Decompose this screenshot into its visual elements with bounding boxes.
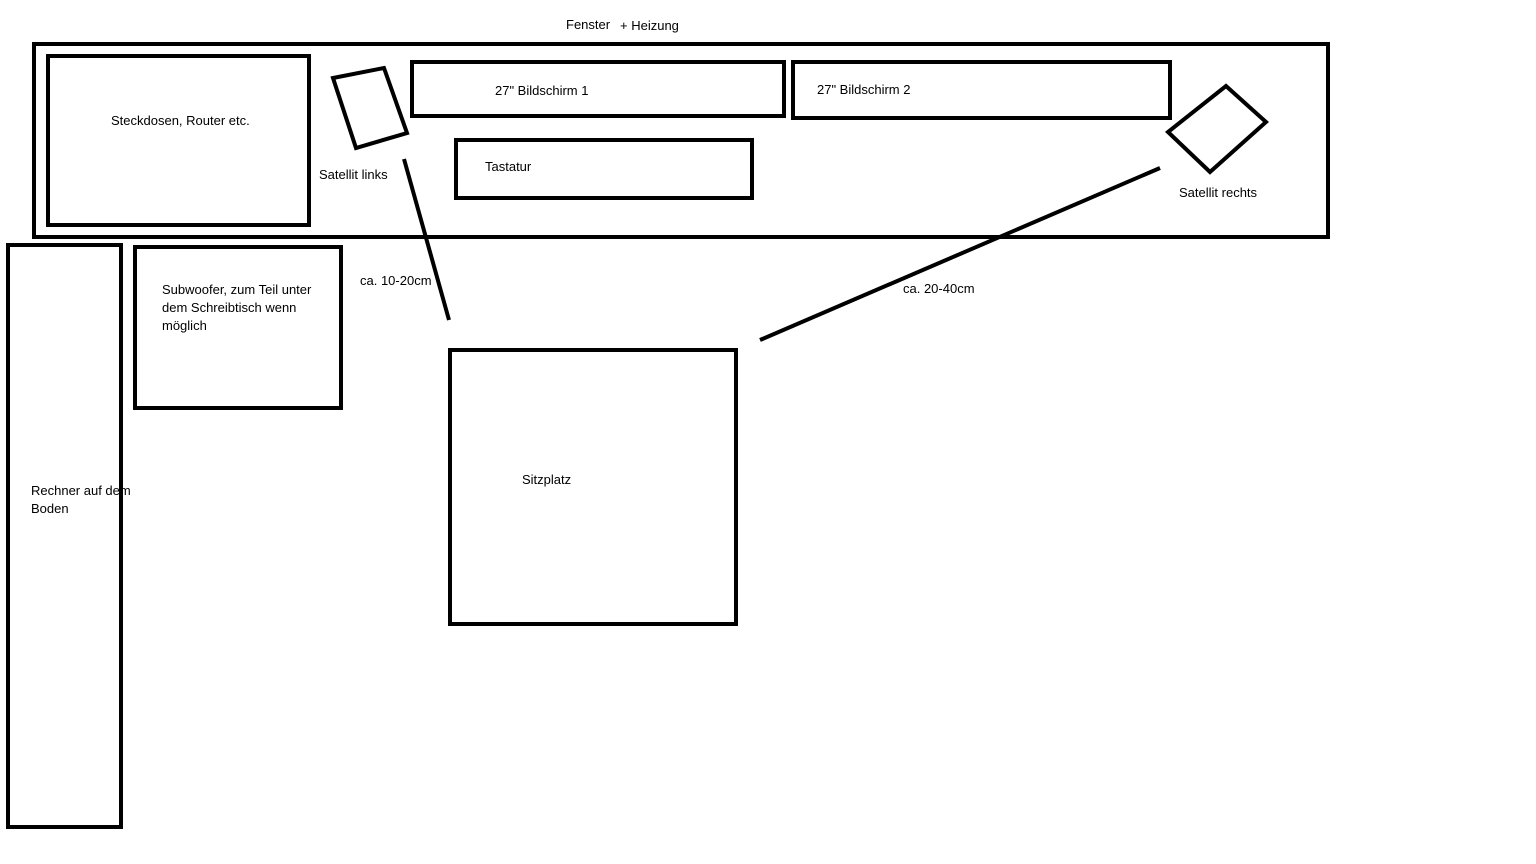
satellite-left-label: Satellit links (319, 167, 388, 182)
distance-right-label: ca. 20-40cm (903, 281, 975, 296)
satellite-left-speaker-shape (330, 65, 410, 151)
heater-label: + Heizung (620, 18, 679, 33)
window-label: Fenster (566, 17, 611, 32)
computer-box (6, 243, 123, 829)
keyboard-label: Tastatur (485, 159, 532, 174)
subwoofer-label: Subwoofer, zum Teil unter dem Schreibtis… (162, 282, 312, 333)
keyboard-box (454, 138, 754, 200)
monitor-1-box (410, 60, 786, 118)
distance-left-label: ca. 10-20cm (360, 273, 432, 288)
sockets-router-label: Steckdosen, Router etc. (111, 113, 250, 128)
seat-box (448, 348, 738, 626)
computer-label: Rechner auf dem Boden (31, 483, 131, 516)
distance-line-right (759, 166, 1161, 342)
desk (32, 42, 1330, 239)
seat-label: Sitzplatz (522, 472, 572, 487)
subwoofer-box (133, 245, 343, 410)
monitor-1-label: 27" Bildschirm 1 (495, 83, 589, 98)
sockets-router-box (46, 54, 311, 227)
monitor-2-label: 27" Bildschirm 2 (817, 82, 911, 97)
satellite-right-speaker-shape (1164, 83, 1269, 175)
monitor-2-box (791, 60, 1172, 120)
satellite-right-label: Satellit rechts (1179, 185, 1258, 200)
distance-line-left (402, 158, 451, 321)
